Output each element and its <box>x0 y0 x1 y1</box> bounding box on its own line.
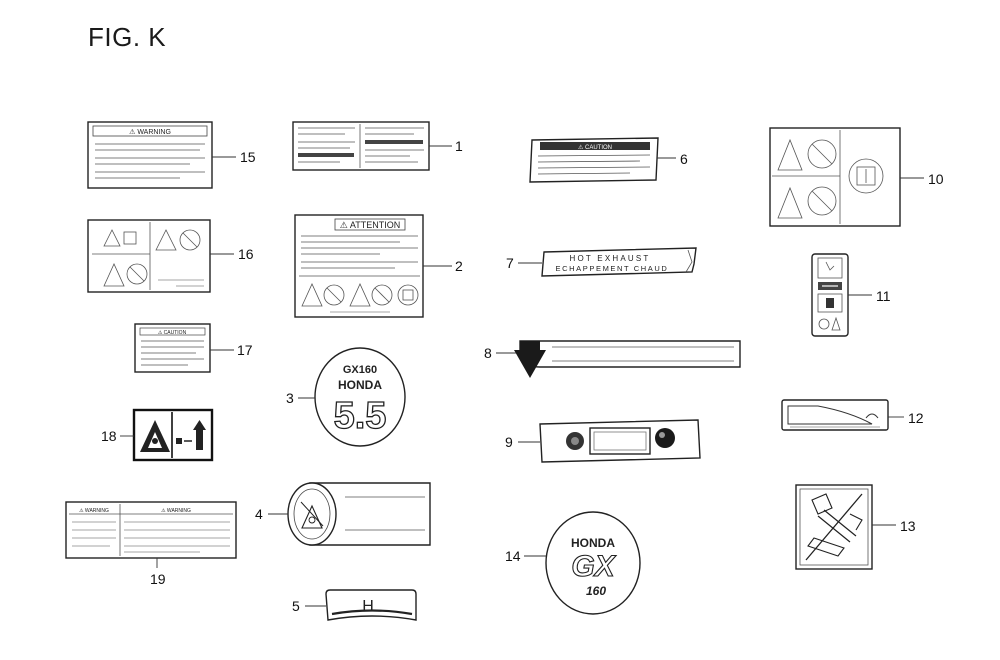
label-14-gx: GX <box>571 550 616 583</box>
label-15-heading: ⚠ WARNING <box>129 128 171 136</box>
callout-13: 13 <box>900 518 916 534</box>
label-3-brand: HONDA <box>338 378 382 392</box>
figure-title: FIG. K <box>88 22 167 52</box>
label-17-heading: ⚠ CAUTION <box>158 330 187 336</box>
label-6-caution: ⚠ CAUTION <box>529 137 659 183</box>
callout-18: 18 <box>101 428 117 444</box>
callout-11: 11 <box>876 288 891 304</box>
callout-16: 16 <box>238 246 254 262</box>
label-9-window <box>539 419 701 463</box>
callout-14: 14 <box>505 548 521 564</box>
callout-8: 8 <box>484 345 492 361</box>
callout-12: 12 <box>908 410 924 426</box>
callout-1: 1 <box>455 138 463 154</box>
label-5-mark: H <box>362 598 374 615</box>
label-14-number: 160 <box>586 584 606 598</box>
callout-4: 4 <box>255 506 263 522</box>
label-7-line1: HOT EXHAUST <box>570 254 651 263</box>
callout-15: 15 <box>240 149 256 165</box>
label-10-pictogram <box>769 127 901 227</box>
callout-5: 5 <box>292 598 300 614</box>
label-3-power: 5.5 <box>334 395 387 437</box>
label-2-attention: ⚠ ATTENTION <box>294 214 424 318</box>
callout-2: 2 <box>455 258 463 274</box>
label-12-gauge-strip <box>781 399 889 431</box>
label-1-info <box>292 121 430 171</box>
label-11-vertical <box>811 253 849 337</box>
label-19-heading-left: ⚠ WARNING <box>79 508 109 514</box>
label-3-emblem: GX160 HONDA 5.5 <box>314 347 406 447</box>
label-14-brand: HONDA <box>571 536 615 550</box>
label-2-heading: ⚠ ATTENTION <box>340 220 400 230</box>
label-15-warning: ⚠ WARNING <box>87 121 213 189</box>
label-7-line2: ECHAPPEMENT CHAUD <box>556 264 669 273</box>
label-18-pictogram <box>132 408 214 462</box>
label-19-double-warning: ⚠ WARNING ⚠ WARNING <box>65 501 237 559</box>
callout-17: 17 <box>237 342 253 358</box>
callout-7: 7 <box>506 255 514 271</box>
label-3-model: GX160 <box>343 364 377 376</box>
label-19-heading-right: ⚠ WARNING <box>161 508 191 514</box>
label-5-h-mark: H <box>325 589 417 621</box>
label-8-arrow-strip <box>514 340 741 378</box>
label-6-heading: ⚠ CAUTION <box>578 144 612 151</box>
label-14-emblem: HONDA GX 160 <box>545 511 641 615</box>
callout-6: 6 <box>680 151 688 167</box>
label-4-cylinder <box>287 482 431 546</box>
callout-9: 9 <box>505 434 513 450</box>
label-13-fuel-pictogram <box>795 484 873 570</box>
label-7-hot-exhaust: HOT EXHAUST ECHAPPEMENT CHAUD <box>541 247 697 277</box>
callout-10: 10 <box>928 171 944 187</box>
label-17-caution: ⚠ CAUTION <box>134 323 211 373</box>
callout-3: 3 <box>286 390 294 406</box>
label-16-pictogram <box>87 219 211 293</box>
callout-19: 19 <box>150 571 166 587</box>
